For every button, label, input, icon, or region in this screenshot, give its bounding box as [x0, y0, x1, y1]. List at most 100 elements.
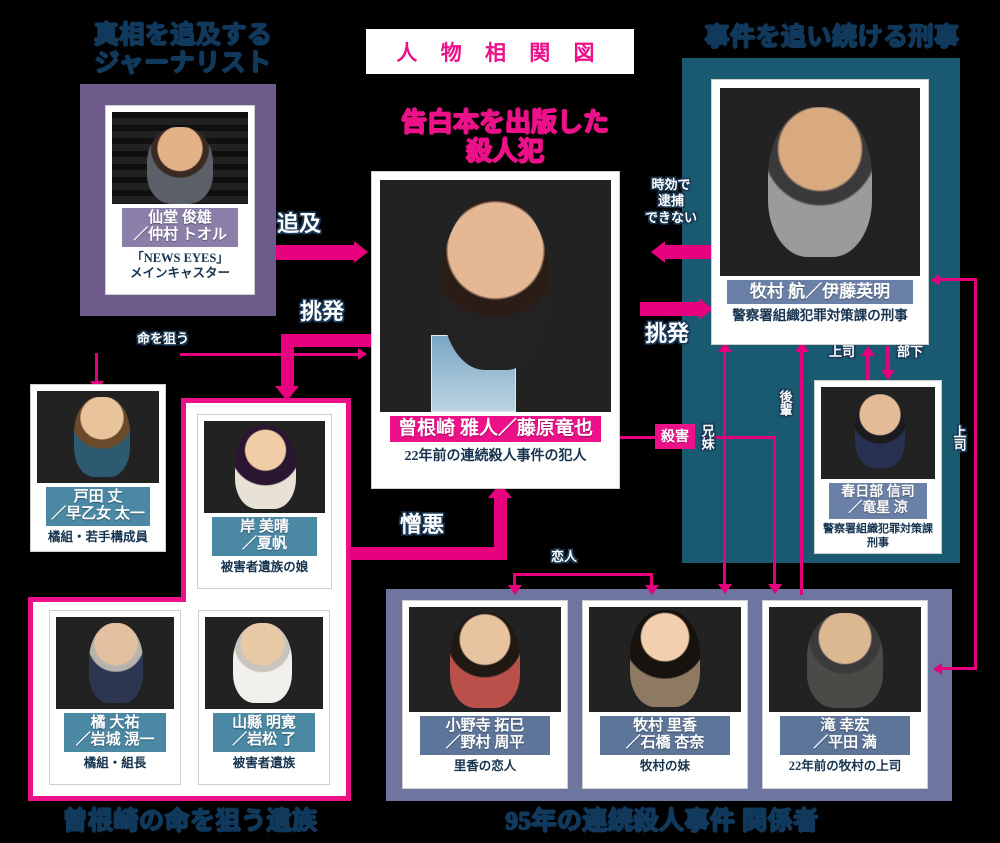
namebar-onodera: 小野寺 拓巳 ／野村 周平 — [419, 716, 551, 755]
role-toda: 橘組・若手構成員 — [47, 529, 148, 544]
character-card-yamagata[interactable]: 山縣 明寛 ／岩松 了 被害者遺族 — [199, 611, 329, 784]
label-tsuikyu: 追及 — [277, 211, 322, 236]
character-card-toda[interactable]: 戸田 丈 ／早乙女 太一 橘組・若手構成員 — [31, 385, 165, 551]
label-satsugai: 殺害 — [655, 424, 695, 449]
role-kishi: 被害者遺族の娘 — [220, 559, 309, 574]
photo-book-prop — [430, 335, 517, 412]
label-jiko: 時効で 逮捕 できない — [645, 177, 698, 225]
label-joushi-top: 上司 — [829, 344, 856, 359]
connector-zouo-h — [350, 547, 507, 560]
label-buka: 部下 — [897, 344, 924, 359]
label-chohatsu-left: 挑発 — [300, 299, 345, 324]
role-tachibana: 橘組・組長 — [83, 755, 147, 770]
connector-kyodai-arrowhead-up — [718, 342, 732, 352]
connector-joushi-right-top-h — [940, 278, 977, 281]
photo-sendo — [112, 112, 248, 204]
photo-onodera — [409, 607, 561, 712]
character-card-sendo[interactable]: 仙堂 俊雄 ／仲村 トオル 「NEWS EYES」 メインキャスター — [106, 106, 254, 294]
connector-joushi-right-v — [974, 278, 977, 670]
photo-kasukabe — [821, 387, 935, 479]
group-box-bereaved-joint — [186, 592, 346, 604]
connector-kouhai-arrowhead — [795, 342, 809, 352]
character-card-kasukabe[interactable]: 春日部 信司 ／竜星 涼 警察署組織犯罪対策課 刑事 — [815, 381, 941, 553]
label-kouhai: 後輩 — [777, 390, 793, 416]
actor-onodera: ／野村 周平 — [445, 734, 525, 751]
connector-jiko-arrowhead — [651, 241, 665, 263]
connector-joushi-arrowhead — [861, 346, 875, 356]
connector-koibito-h — [513, 573, 653, 576]
name-sendo: 仙堂 俊雄 — [148, 210, 212, 226]
role-makimura: 警察署組織犯罪対策課の刑事 — [732, 308, 908, 324]
photo-kishi — [204, 421, 325, 513]
character-card-tachibana[interactable]: 橘 大祐 ／岩城 滉一 橘組・組長 — [50, 611, 180, 784]
name-taki: 滝 幸宏 — [820, 718, 870, 734]
connector-koibito-v-left — [513, 573, 516, 591]
namebar-makimura: 牧村 航／伊藤英明 — [727, 280, 913, 305]
heading-bereaved-group: 曾根崎の命を狙う遺族 — [62, 808, 318, 835]
role-yamagata: 被害者遺族 — [232, 755, 296, 770]
actor-toda: ／早乙女 太一 — [51, 505, 145, 522]
connector-koibito-arrowhead-right — [645, 585, 659, 595]
connector-zouo-v — [494, 496, 507, 551]
role-taki: 22年前の牧村の上司 — [788, 758, 902, 773]
photo-toda — [37, 391, 159, 483]
heading-journalist: 真相を追及する ジャーナリスト — [93, 22, 273, 77]
connector-satsugai-v — [773, 436, 776, 588]
namebar-yamagata: 山縣 明寛 ／岩松 了 — [213, 713, 315, 752]
connector-buka-arrowhead — [881, 370, 895, 380]
character-card-taki[interactable]: 滝 幸宏 ／平田 満 22年前の牧村の上司 — [763, 601, 927, 788]
label-chohatsu-right: 挑発 — [645, 321, 690, 346]
name-toda: 戸田 丈 — [73, 489, 123, 505]
connector-satsugai-arrowhead — [768, 584, 782, 594]
connector-jiko-line — [665, 245, 720, 259]
heading-case-group: 95年の連続殺人事件 関係者 — [505, 808, 819, 835]
photo-yamagata — [205, 617, 323, 709]
connector-joushi-right-bottom-h — [942, 667, 977, 670]
character-card-makimura[interactable]: 牧村 航／伊藤英明 警察署組織犯罪対策課の刑事 — [712, 80, 928, 344]
namebar-tachibana: 橘 大祐 ／岩城 滉一 — [64, 713, 166, 752]
namebar-kasukabe: 春日部 信司 ／竜星 涼 — [828, 483, 928, 520]
connector-kouhai-v — [800, 350, 803, 595]
connector-tsuikyu-line — [276, 245, 354, 260]
connector-joushi-v — [866, 354, 870, 382]
photo-makimura — [720, 88, 920, 276]
connector-chohatsu-left-h — [281, 334, 376, 347]
label-inochi: 命を狙う — [137, 331, 190, 346]
connector-chohatsu-left-v — [281, 334, 294, 388]
character-card-onodera[interactable]: 小野寺 拓巳 ／野村 周平 里香の恋人 — [403, 601, 567, 788]
namebar-taki: 滝 幸宏 ／平田 満 — [779, 716, 911, 755]
connector-chohatsu-right-arrowhead — [699, 298, 713, 320]
namebar-sendo: 仙堂 俊雄 ／仲村 トオル — [121, 208, 239, 247]
character-card-rika[interactable]: 牧村 里香 ／石橋 杏奈 牧村の妹 — [583, 601, 747, 788]
connector-satsugai-h1 — [620, 436, 658, 439]
name-onodera: 小野寺 拓巳 — [445, 718, 525, 734]
actor-rika: ／石橋 杏奈 — [625, 734, 705, 751]
connector-koibito-arrowhead-left — [508, 585, 522, 595]
photo-rika — [589, 607, 741, 712]
connector-tsuikyu-arrowhead — [354, 241, 368, 263]
actor-yamagata: ／岩松 了 — [232, 731, 296, 748]
namebar-toda: 戸田 丈 ／早乙女 太一 — [45, 487, 151, 526]
connector-joushi-right-top-arrowhead — [931, 274, 940, 286]
character-card-kishi[interactable]: 岸 美晴 ／夏帆 被害者遺族の娘 — [198, 415, 331, 588]
connector-kyodai-v — [723, 350, 726, 590]
connector-buka-v — [886, 346, 890, 374]
photo-taki — [769, 607, 921, 712]
connector-satsugai-h2 — [703, 436, 776, 439]
name-rika: 牧村 里香 — [633, 718, 697, 734]
page-title: 人 物 相 関 図 — [366, 29, 634, 74]
photo-tachibana — [56, 617, 174, 709]
actor-kasukabe: ／竜星 涼 — [848, 500, 908, 516]
namebar-sonezaki: 曾根崎 雅人／藤原竜也 — [390, 416, 601, 443]
namebar-kishi: 岸 美晴 ／夏帆 — [212, 517, 317, 556]
role-sonezaki: 22年前の連続殺人事件の犯人 — [404, 449, 587, 465]
actor-sendo: ／仲村 トオル — [133, 226, 227, 243]
connector-chohatsu-right-line — [640, 302, 700, 316]
actor-taki: ／平田 満 — [813, 734, 877, 751]
actor-kishi: ／夏帆 — [241, 535, 287, 552]
label-kyodai: 兄妹 — [699, 424, 715, 450]
namebar-rika: 牧村 里香 ／石橋 杏奈 — [599, 716, 731, 755]
label-zouo: 憎悪 — [400, 512, 445, 537]
character-card-sonezaki[interactable]: 曾根崎 雅人／藤原竜也 22年前の連続殺人事件の犯人 — [372, 172, 619, 488]
